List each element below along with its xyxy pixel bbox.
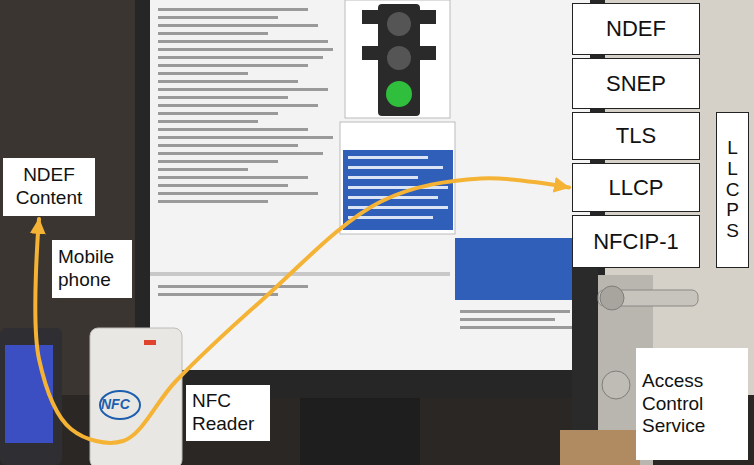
screen-selection-lines [348,156,448,219]
mobile-phone-picture [0,328,62,465]
monitor-screen [150,0,590,370]
text-callout: NDEF Content [3,158,95,216]
text-callout: NFC Reader [186,385,270,441]
logo-label: NFC [101,396,130,412]
screen-divider [150,272,450,276]
text-callout: Mobile phone [52,240,132,298]
screen-selection [455,238,590,300]
protocol-layer-box: SNEP [572,58,700,109]
protocol-layer-box: NFCIP-1 [572,215,700,268]
node-text: TLS [616,123,656,149]
node-text: LLCPS [723,138,742,242]
protocol-layer-box: NDEF [572,3,700,55]
node-text: NFC Reader [192,390,264,436]
text-callout: Access Control Service [636,348,748,460]
traffic-light-symbol [362,4,436,116]
monitor-bezel [135,0,605,398]
node-text: LLCP [608,175,663,201]
node-text: Mobile phone [58,246,126,292]
traffic-light-panel [345,0,450,118]
monitor-stand [300,390,420,465]
wall [560,0,754,465]
node-text: NDEF [606,16,666,42]
node-text: NDEF Content [9,164,89,210]
node-text: SNEP [606,71,666,97]
node-text: Access Control Service [642,370,742,438]
node-text: NFCIP-1 [593,229,679,255]
data-flow-arrow [35,178,569,443]
screen-selection [343,150,453,230]
vertical-layer-box: LLCPS [716,112,749,268]
protocol-layer-box: TLS [572,112,700,160]
protocol-layer-box: LLCP [572,163,700,212]
